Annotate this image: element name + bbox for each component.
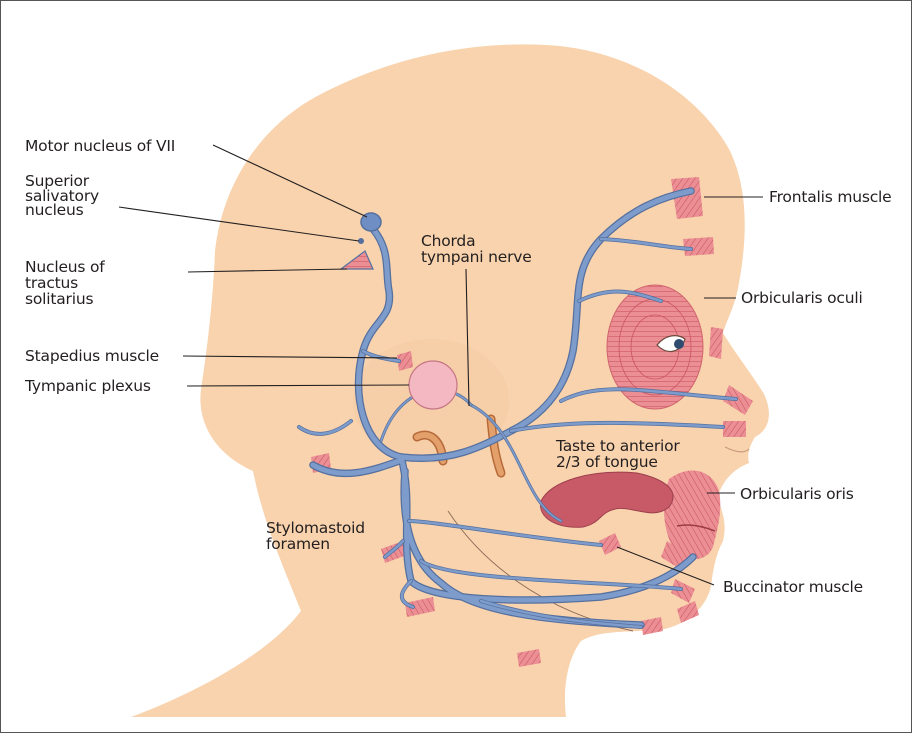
- label-line: nucleus: [25, 203, 99, 217]
- label-taste: Taste to anterior 2/3 of tongue: [556, 438, 680, 470]
- label-stapedius: Stapedius muscle: [25, 348, 159, 364]
- label-line: tympani nerve: [421, 249, 532, 265]
- label-line: tractus: [25, 275, 105, 291]
- label-line: Chorda: [421, 233, 532, 249]
- label-line: foramen: [266, 536, 365, 552]
- label-frontalis: Frontalis muscle: [769, 189, 891, 205]
- label-line: Stylomastoid: [266, 520, 365, 536]
- label-motor-nucleus: Motor nucleus of VII: [25, 138, 175, 154]
- label-orbicularis-oris: Orbicularis oris: [740, 486, 854, 502]
- label-orbicularis-oculi: Orbicularis oculi: [741, 290, 863, 306]
- label-chorda-tympani: Chorda tympani nerve: [421, 233, 532, 265]
- label-stylomastoid: Stylomastoid foramen: [266, 520, 365, 552]
- label-nucleus-tractus: Nucleus of tractus solitarius: [25, 259, 105, 307]
- label-line: 2/3 of tongue: [556, 454, 680, 470]
- label-line: Taste to anterior: [556, 438, 680, 454]
- tympanic-plexus: [409, 361, 457, 409]
- label-superior-salivatory: Superior salivatory nucleus: [25, 173, 99, 217]
- label-line: solitarius: [25, 291, 105, 307]
- label-tympanic-plexus: Tympanic plexus: [25, 378, 151, 394]
- label-buccinator: Buccinator muscle: [723, 579, 863, 595]
- label-line: Nucleus of: [25, 259, 105, 275]
